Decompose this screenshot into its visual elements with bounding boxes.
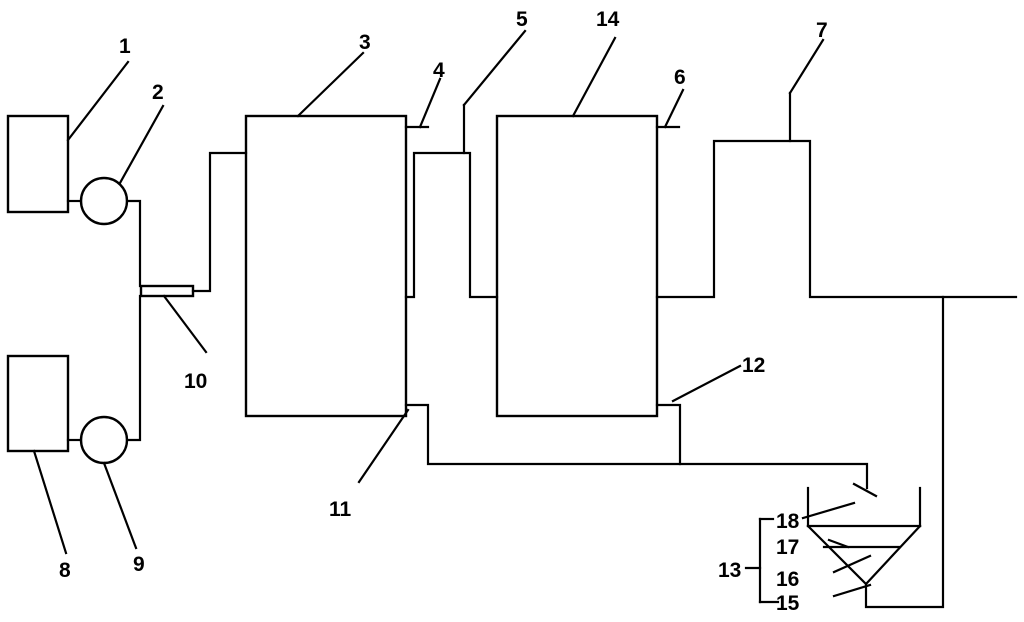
label-17: 17 (776, 536, 799, 559)
label-18: 18 (776, 510, 800, 533)
label-9: 9 (133, 553, 145, 576)
label-8: 8 (59, 559, 71, 582)
label-1: 1 (119, 35, 131, 58)
label-4: 4 (433, 59, 445, 82)
label-12: 12 (742, 354, 765, 377)
label-7: 7 (816, 19, 828, 42)
label-13: 13 (718, 559, 741, 582)
tank-1 (6, 114, 70, 214)
label-5: 5 (516, 8, 528, 31)
label-16: 16 (776, 568, 799, 591)
tank-8 (6, 354, 70, 453)
label-2: 2 (152, 81, 164, 104)
mixer-10 (139, 284, 195, 298)
reactor-14 (495, 114, 659, 418)
label-14: 14 (596, 8, 620, 31)
label-3: 3 (359, 31, 371, 54)
leader-lines (32, 29, 872, 604)
pump-2 (79, 176, 129, 226)
reactor-3 (244, 114, 408, 418)
piping (66, 91, 1018, 609)
label-15: 15 (776, 592, 800, 615)
pump-9 (79, 415, 129, 465)
label-10: 10 (184, 370, 207, 393)
separator-13 (806, 482, 922, 586)
label-11: 11 (329, 498, 352, 521)
label-6: 6 (674, 66, 686, 89)
